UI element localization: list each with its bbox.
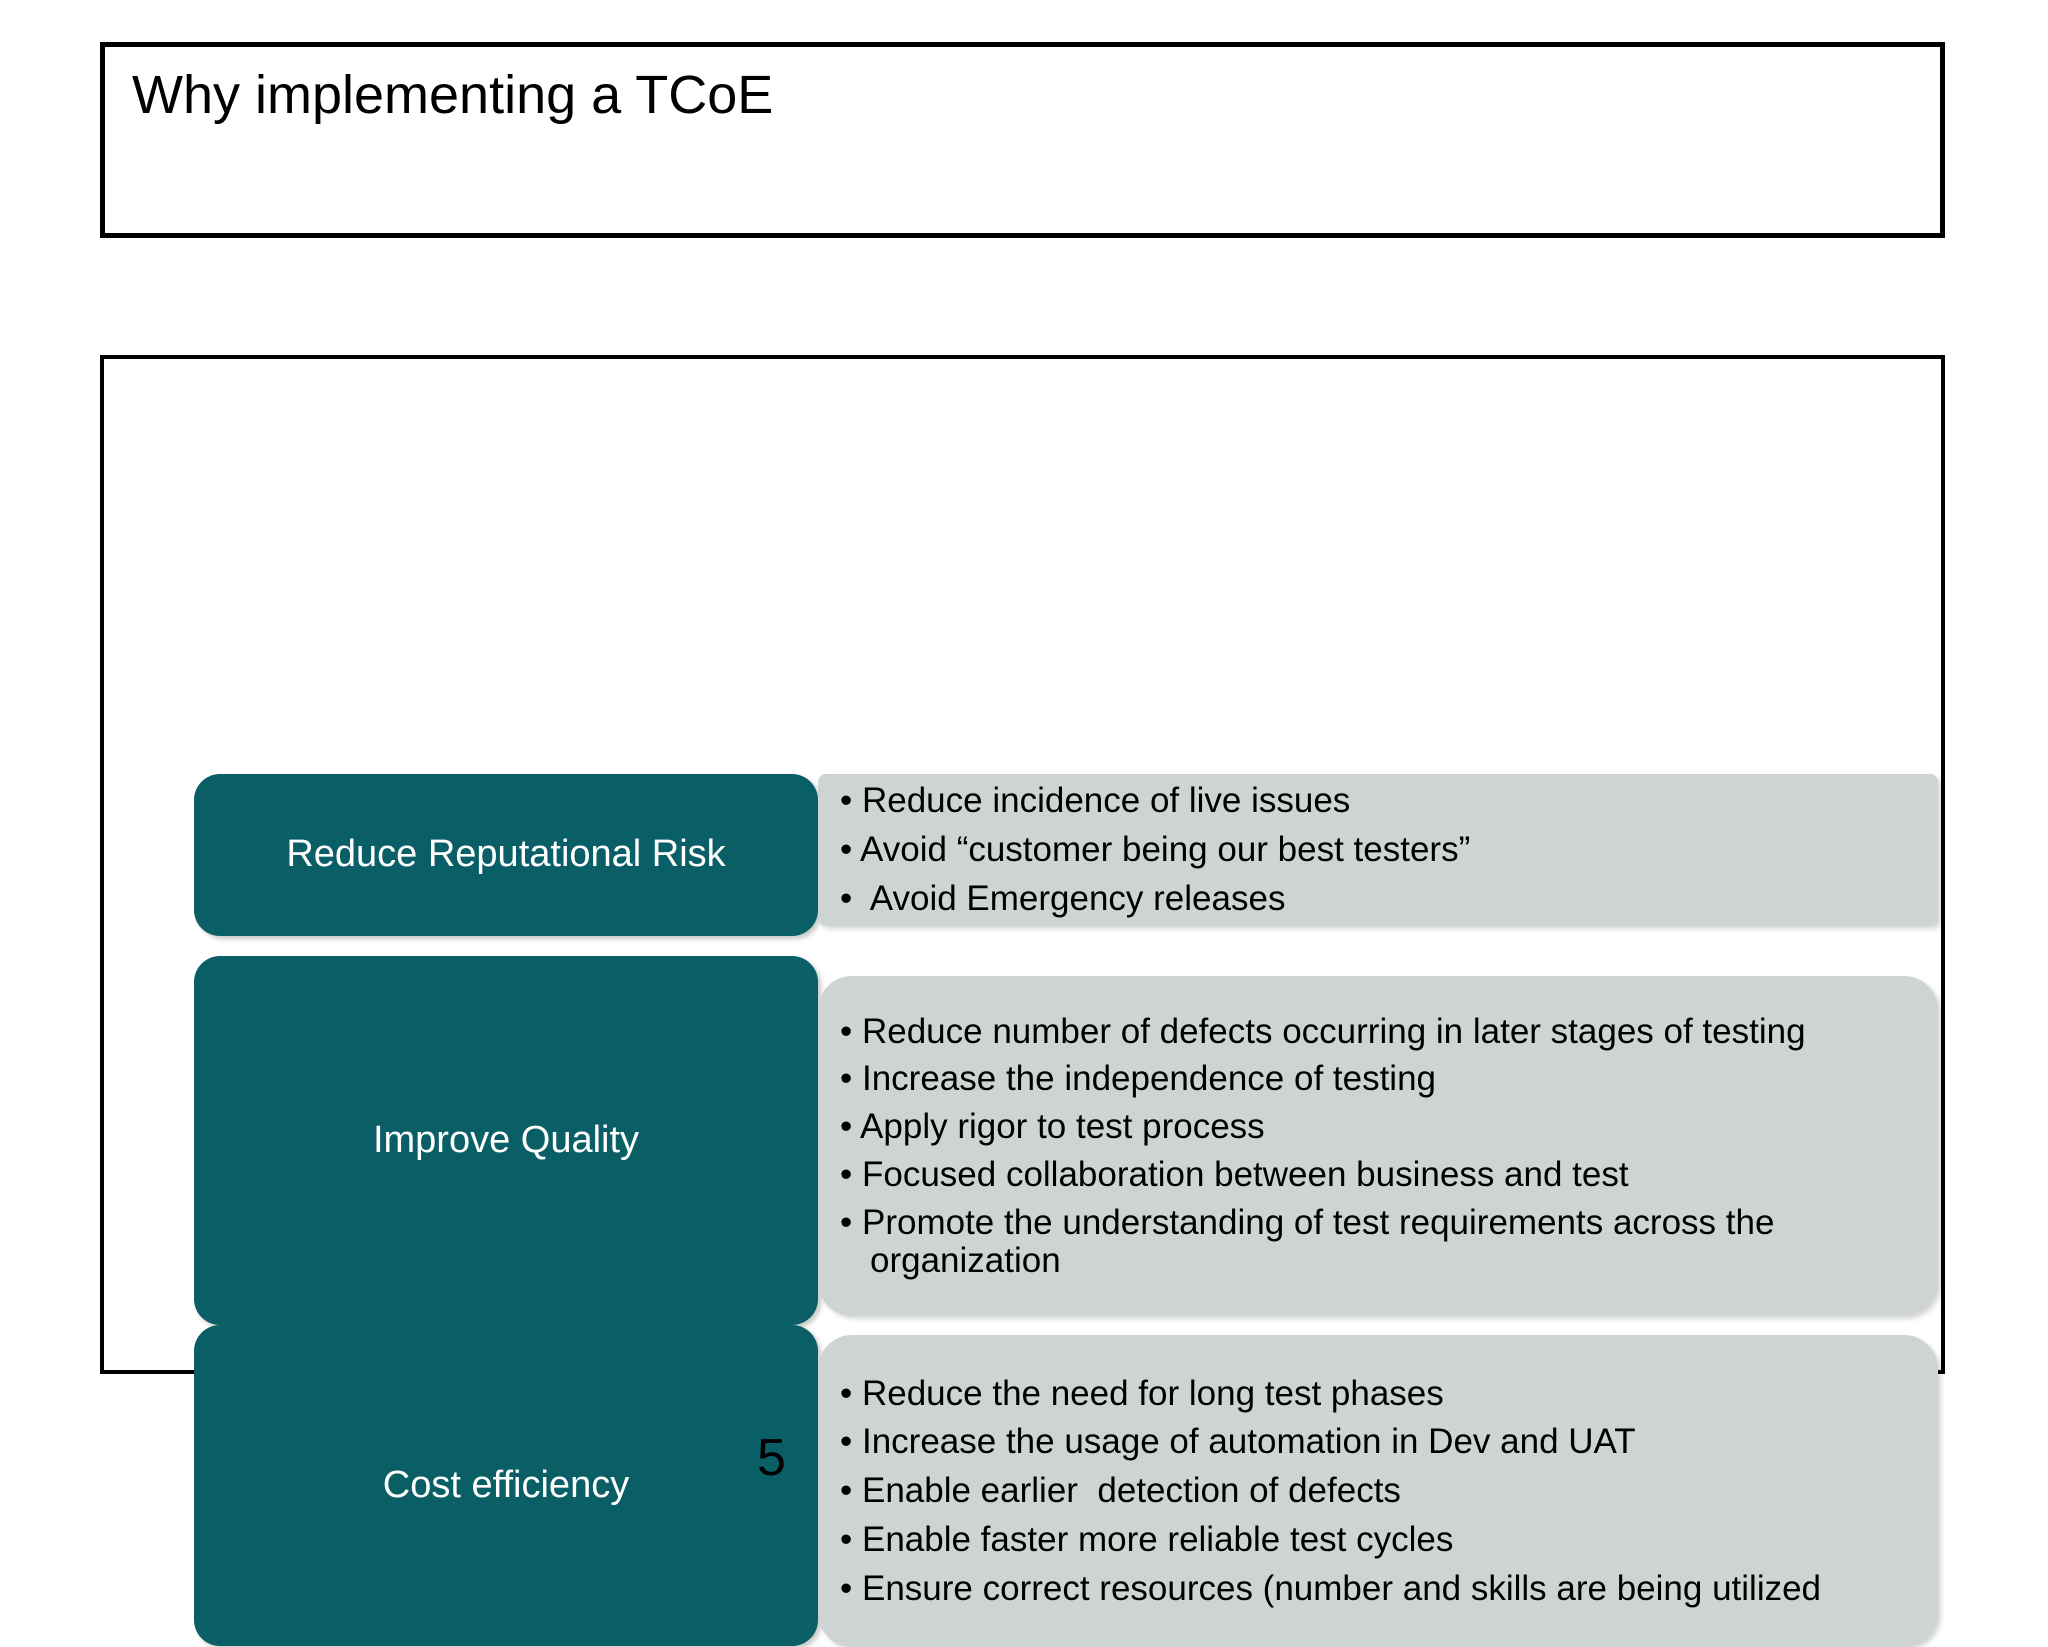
bullet-item: • Increase the usage of automation in De… <box>840 1422 1636 1462</box>
bullet-box-reduce-reputational-risk: • Reduce incidence of live issues • Avoi… <box>818 774 1938 926</box>
bullet-box-improve-quality: • Reduce number of defects occurring in … <box>818 976 1938 1316</box>
category-box-improve-quality[interactable]: Improve Quality <box>194 956 818 1325</box>
page-title: Why implementing a TCoE <box>132 65 774 125</box>
slide-title-box: Why implementing a TCoE <box>100 42 1945 238</box>
bullet-item: • Apply rigor to test process <box>840 1107 1265 1147</box>
bullet-item: • Promote the understanding of test requ… <box>840 1202 1785 1280</box>
bullet-item: • Enable faster more reliable test cycle… <box>840 1519 1454 1559</box>
bullet-item: • Avoid “customer being our best testers… <box>840 830 1471 870</box>
bullet-item: • Enable earlier detection of defects <box>840 1471 1401 1511</box>
bullet-item: • Reduce incidence of live issues <box>840 781 1351 821</box>
content-frame: Reduce Reputational Risk • Reduce incide… <box>100 355 1945 1647</box>
bullet-item: • Reduce the need for long test phases <box>840 1373 1444 1413</box>
category-box-reduce-reputational-risk[interactable]: Reduce Reputational Risk <box>194 774 818 936</box>
bullet-box-cost-efficiency: • Reduce the need for long test phases •… <box>818 1335 1938 1647</box>
page-number: 5 <box>757 1429 786 1487</box>
bullet-item: • Ensure correct resources (number and s… <box>840 1568 1822 1608</box>
category-label: Cost efficiency <box>382 1463 630 1506</box>
category-label: Improve Quality <box>372 1118 640 1161</box>
bullet-item: • Focused collaboration between business… <box>840 1155 1629 1194</box>
bullet-item: • Reduce number of defects occurring in … <box>840 1011 1806 1051</box>
category-label: Reduce Reputational Risk <box>286 833 726 876</box>
bullet-item: • Avoid Emergency releases <box>840 878 1286 918</box>
bullet-item: • Increase the independence of testing <box>840 1059 1437 1099</box>
